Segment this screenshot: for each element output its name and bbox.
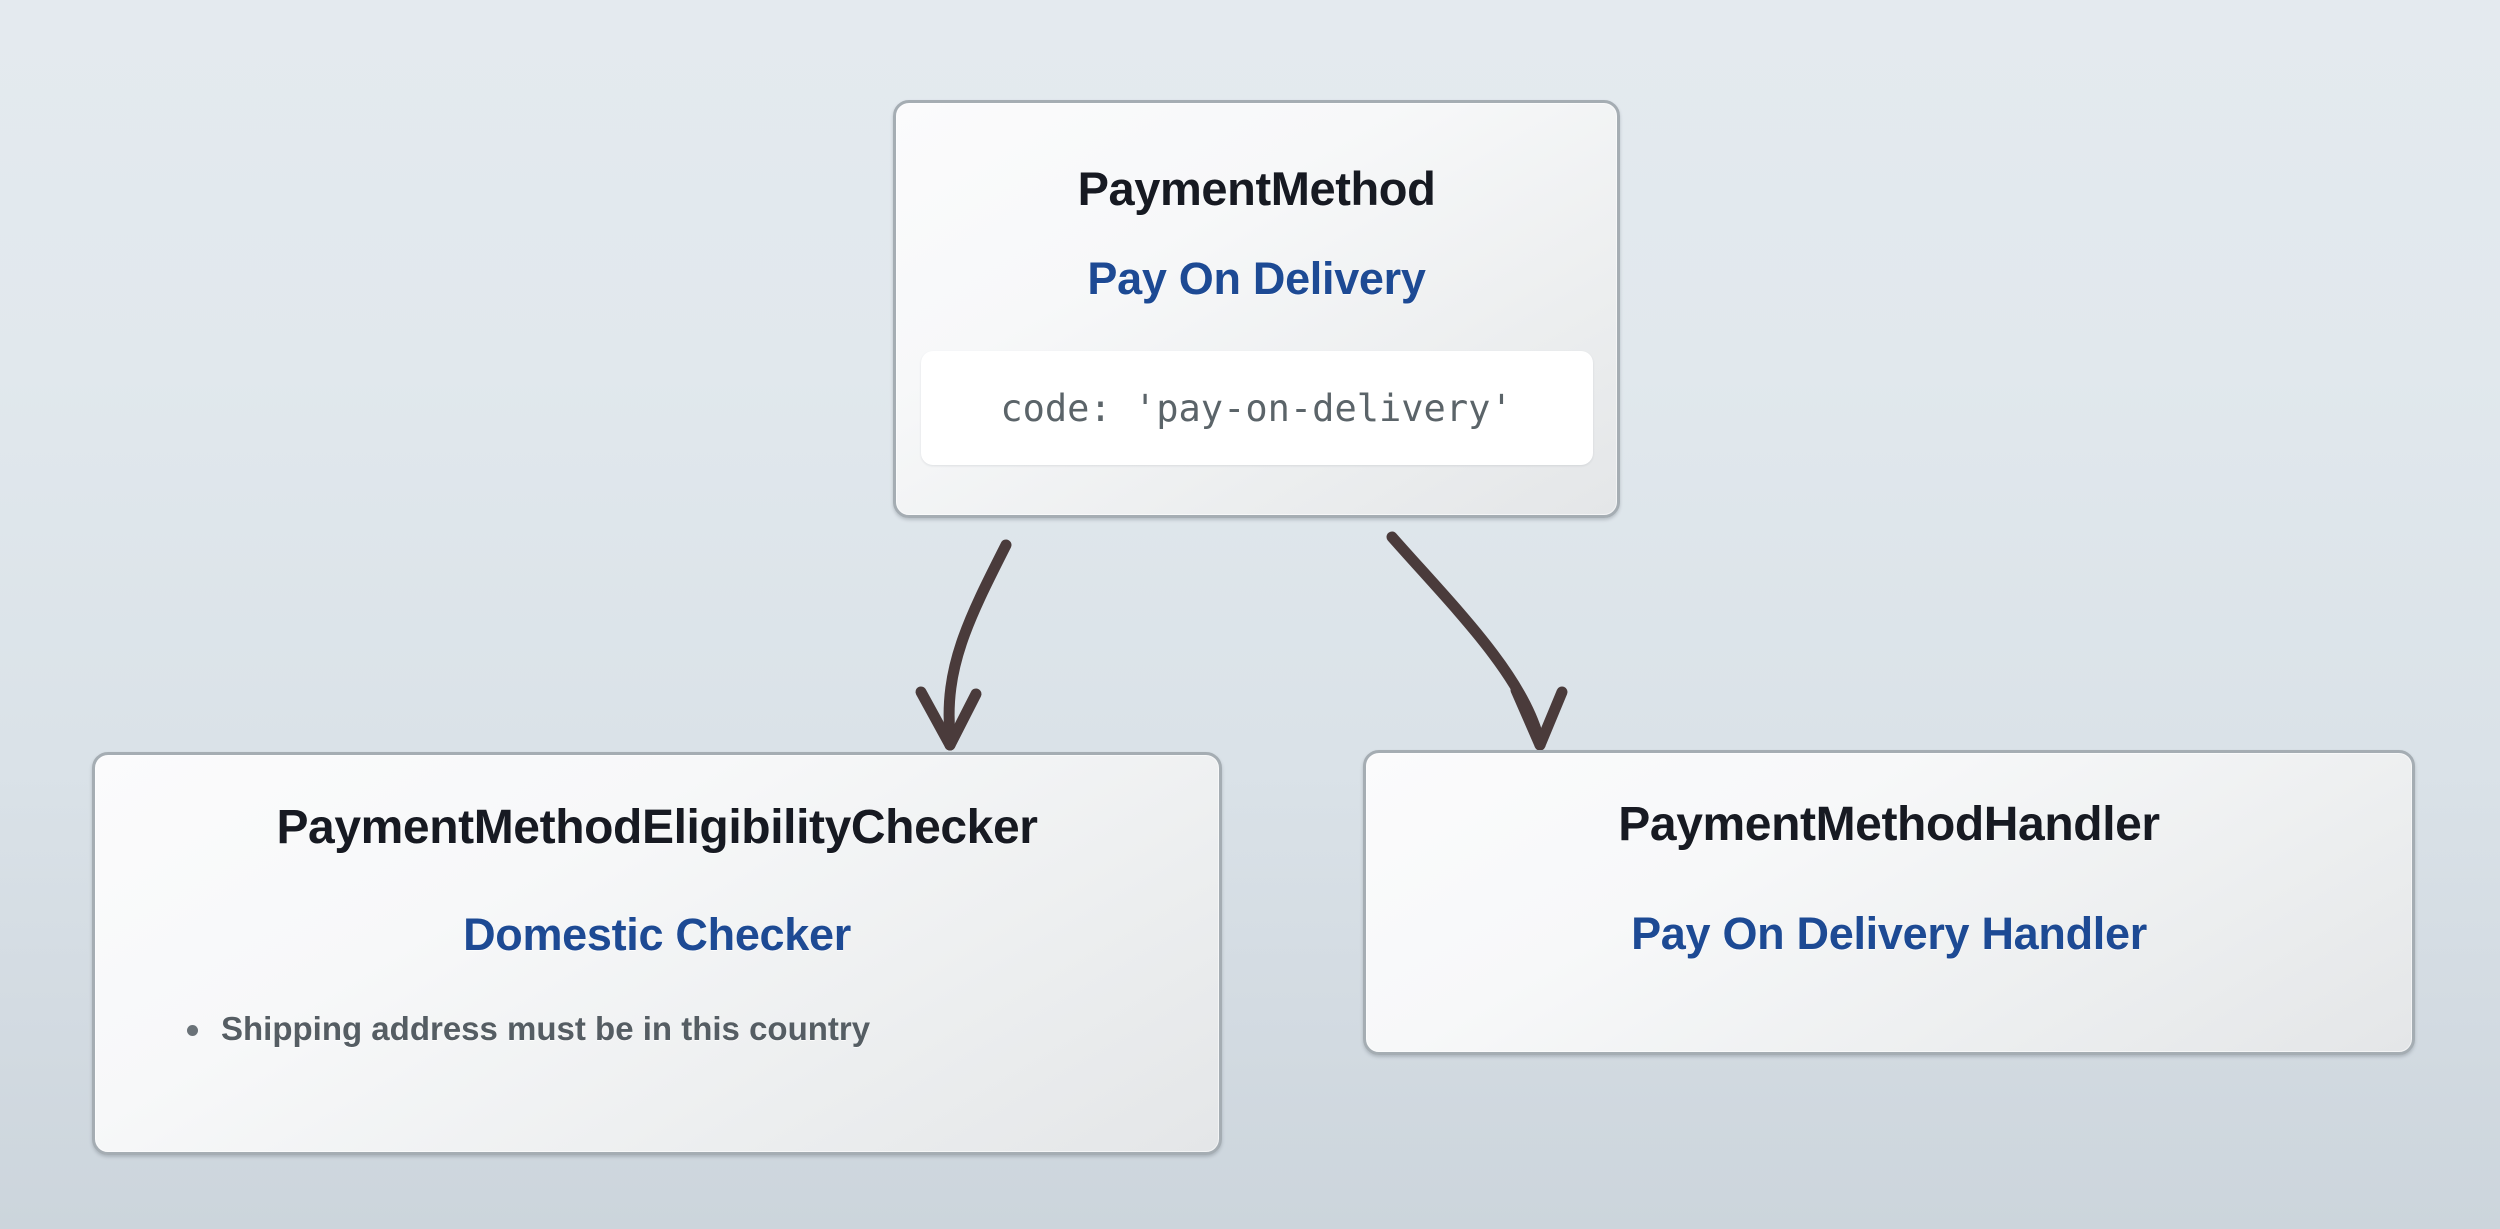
node-eligibility-checker-subtitle: Domestic Checker <box>463 909 851 960</box>
node-payment-method-title: PaymentMethod <box>1077 162 1436 215</box>
edge-arrow-to-payment-handler <box>1386 531 1568 751</box>
edge-arrow-to-eligibility-checker <box>915 539 1012 751</box>
node-eligibility-checker-title: PaymentMethodEligibilityChecker <box>276 801 1038 854</box>
node-payment-method-handler[interactable]: PaymentMethodHandler Pay On Delivery Han… <box>1363 750 2415 1055</box>
node-payment-handler-title: PaymentMethodHandler <box>1618 798 2160 851</box>
node-payment-method-eligibility-checker[interactable]: PaymentMethodEligibilityChecker Domestic… <box>92 752 1222 1155</box>
eligibility-rule-list: Shipping address must be in this country <box>95 1010 1219 1047</box>
code-snippet-box: code: 'pay-on-delivery' <box>920 351 1593 465</box>
list-item: Shipping address must be in this country <box>181 1010 1219 1047</box>
node-payment-handler-subtitle: Pay On Delivery Handler <box>1631 908 2147 959</box>
node-payment-method[interactable]: PaymentMethod Pay On Delivery code: 'pay… <box>893 100 1620 518</box>
code-snippet-text: code: 'pay-on-delivery' <box>1000 386 1513 430</box>
node-payment-method-subtitle: Pay On Delivery <box>1087 253 1426 304</box>
